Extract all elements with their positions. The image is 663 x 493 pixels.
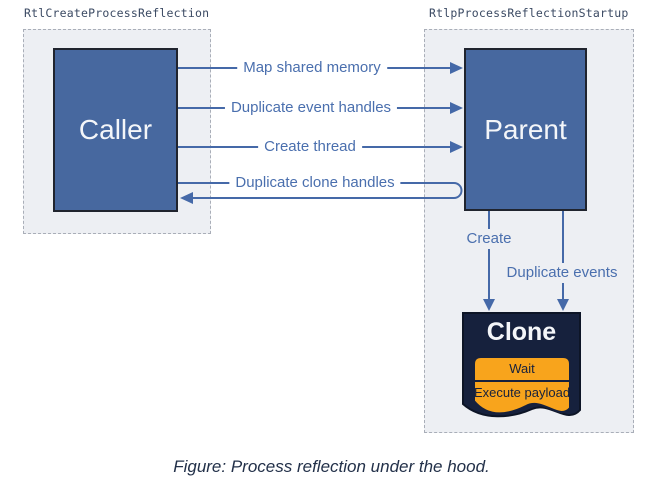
arrow-label-map-shared-memory: Map shared memory [237,58,387,78]
arrowhead-into-caller [180,192,193,204]
arrowhead-into-clone-1 [483,299,495,311]
right-api-label: RtlpProcessReflectionStartup [429,6,629,20]
parent-node: Parent [464,48,587,211]
arrow-label-create: Create [460,229,518,249]
arrow-line-duplicate-clone-handles [178,182,463,199]
payload-note [473,356,571,415]
arrow-label-duplicate-clone-handles: Duplicate clone handles [229,173,401,193]
arrow-label-create-thread: Create thread [258,137,362,157]
parent-node-label: Parent [484,113,567,145]
arrowhead-into-parent-1 [450,62,463,74]
arrowhead-into-parent-2 [450,102,463,114]
clone-step-execute-payload: Execute payload [473,385,571,400]
clone-step-wait: Wait [509,361,535,376]
clone-node-label: Clone [486,318,557,346]
figure-caption: Figure: Process reflection under the hoo… [173,457,490,476]
caller-node-label: Caller [78,114,153,145]
left-api-label: RtlCreateProcessReflection [24,6,210,20]
caller-node: Caller [53,48,178,212]
arrow-label-duplicate-events: Duplicate events [500,263,624,283]
arrowhead-into-parent-3 [450,141,463,153]
clone-node-shape [462,312,581,418]
arrow-label-duplicate-event-handles: Duplicate event handles [224,98,398,118]
arrowhead-into-clone-2 [557,299,569,311]
